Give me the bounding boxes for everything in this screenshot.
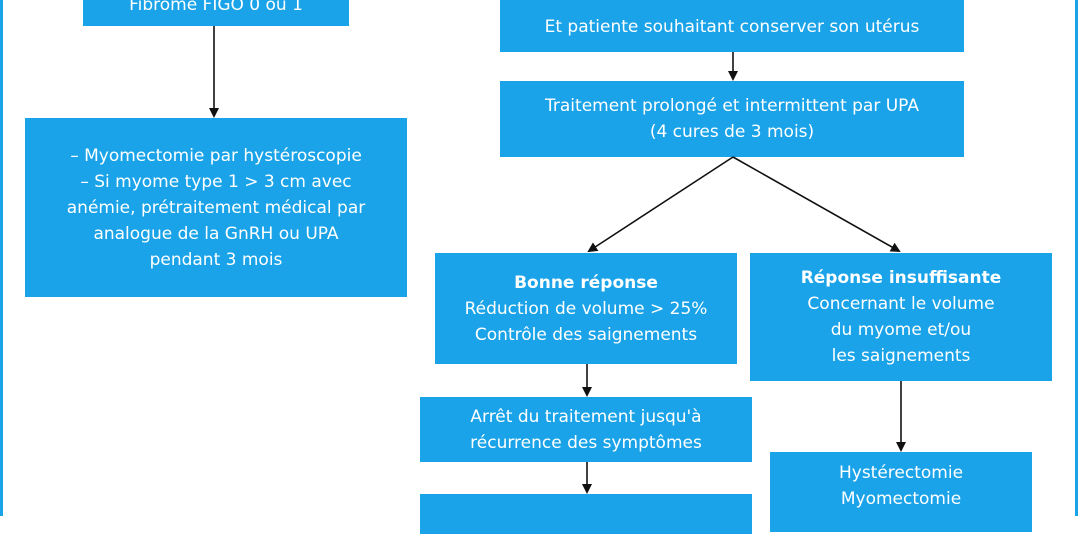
node-arret-traitement-line-1: Arrêt du traitement jusqu'à	[470, 406, 702, 427]
node-hysterectomie-line-2: Myomectomie	[840, 489, 962, 509]
node-patiente: Et patiente souhaitant conserver son uté…	[500, 0, 964, 52]
node-bonne-reponse-line-1: Réduction de volume > 25%	[464, 298, 708, 319]
node-fibrome: Fibrome FIGO 0 ou 1	[83, 0, 349, 26]
node-myomectomie-line-5: pendant 3 mois	[149, 249, 283, 270]
node-bonne-reponse-title: Bonne réponse	[514, 272, 658, 293]
node-reponse-insuffisante-line-1: Concernant le volume	[807, 294, 995, 314]
node-hysterectomie-line-1: Hystérectomie	[838, 463, 964, 483]
arrow-traitement-to-bonne-reponse	[587, 156, 734, 253]
node-myomectomie-line-3: anémie, prétraitement médical par	[66, 197, 366, 218]
node-reponse-insuffisante: Réponse insuffisante Concernant le volum…	[750, 253, 1052, 381]
node-traitement-upa-line-1: Traitement prolongé et intermittent par …	[545, 96, 919, 116]
node-fibrome-line-1: Fibrome FIGO 0 ou 1	[129, 0, 303, 15]
node-myomectomie-line-1: – Myomectomie par hystéroscopie	[70, 145, 362, 166]
node-reponse-insuffisante-title: Réponse insuffisante	[800, 268, 1002, 288]
arrow-traitement-to-reponse-insuffisante	[732, 156, 901, 252]
node-traitement-upa: Traitement prolongé et intermittent par …	[500, 81, 964, 157]
node-myomectomie-line-4: analogue de la GnRH ou UPA	[93, 223, 339, 244]
node-arret-traitement-line-2: récurrence des symptômes	[470, 432, 702, 453]
node-traitement-upa-line-2: (4 cures de 3 mois)	[649, 122, 815, 142]
diagram-frame	[0, 0, 1078, 516]
node-reponse-insuffisante-line-2: du myome et/ou	[830, 320, 972, 340]
node-arret-traitement: Arrêt du traitement jusqu'à récurrence d…	[420, 397, 752, 462]
node-bonne-reponse-line-2: Contrôle des saignements	[474, 324, 698, 345]
node-myomectomie-hysteroscopie: – Myomectomie par hystéroscopie – Si myo…	[25, 118, 407, 297]
node-reponse-insuffisante-line-3: les saignements	[831, 346, 971, 366]
node-bonne-reponse: Bonne réponse Réduction de volume > 25% …	[435, 253, 737, 364]
arrows-layer	[209, 26, 906, 494]
node-patiente-line-1: Et patiente souhaitant conserver son uté…	[544, 17, 920, 37]
node-myomectomie-line-2: – Si myome type 1 > 3 cm avec	[80, 171, 352, 192]
